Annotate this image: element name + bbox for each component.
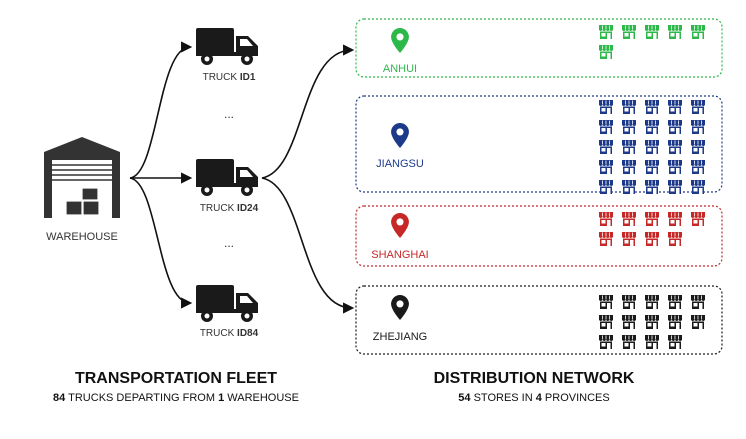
store-grid-anhui [598,24,706,60]
province-name-zhejiang: ZHEJIANG [373,331,427,343]
arrow-to-zhejiang [261,177,355,314]
store-icon [598,119,614,135]
store-icon [644,211,660,227]
store-icon [644,24,660,40]
store-icon [690,24,706,40]
arrow-to-anhui [261,44,355,179]
store-icon [644,99,660,115]
store-icon [598,179,614,195]
store-icon [667,159,683,175]
store-icon [644,334,660,350]
store-icon [667,99,683,115]
store-icon [667,294,683,310]
truck-id84-icon [196,285,258,322]
left-caption-title: TRANSPORTATION FLEET [75,370,277,387]
store-icon [621,294,637,310]
store-icon [598,294,614,310]
store-icon [598,231,614,247]
store-icon [621,24,637,40]
store-icon [667,119,683,135]
store-grid-shanghai [598,211,706,247]
store-icon [621,119,637,135]
store-icon [667,24,683,40]
anhui-pin-icon [391,28,409,53]
store-icon [621,139,637,155]
province-box-shanghai [355,205,723,267]
store-icon [598,99,614,115]
store-icon [621,159,637,175]
store-icon [690,139,706,155]
store-icon [621,99,637,115]
warehouse-label: WAREHOUSE [46,231,118,243]
right-caption-title: DISTRIBUTION NETWORK [434,370,635,387]
ellipsis-lower: ... [224,236,234,250]
province-name-shanghai: SHANGHAI [371,249,428,261]
warehouse-to-truck-arrows [129,41,193,309]
store-icon [667,314,683,330]
store-icon [621,231,637,247]
store-icon [621,334,637,350]
store-icon [690,294,706,310]
truck-id1-icon [196,28,258,65]
right-caption-subtitle: 54 STORES IN 4 PROVINCES [458,392,609,404]
store-icon [598,139,614,155]
store-icon [598,159,614,175]
province-name-jiangsu: JIANGSU [376,158,424,170]
store-icon [644,159,660,175]
store-icon [621,179,637,195]
truck-id24-icon [196,159,258,196]
truck-id84-label: TRUCK ID84 [200,328,259,339]
store-icon [644,139,660,155]
store-icon [667,139,683,155]
truck-id1-label: TRUCK ID1 [203,72,256,83]
store-icon [644,231,660,247]
jiangsu-pin-icon [391,123,409,148]
truck-to-province-arrows [261,44,355,314]
store-icon [644,179,660,195]
store-icon [690,99,706,115]
province-name-anhui: ANHUI [383,63,417,75]
store-grid-zhejiang [598,294,706,350]
store-icon [667,334,683,350]
left-caption-subtitle: 84 TRUCKS DEPARTING FROM 1 WAREHOUSE [53,392,299,404]
store-icon [644,314,660,330]
store-icon [598,24,614,40]
arrow-to-truck-id84 [129,177,193,309]
store-icon [690,211,706,227]
province-box-jiangsu [355,95,723,193]
arrow-to-truck-id1 [129,41,193,179]
province-box-zhejiang [355,285,723,355]
store-icon [598,314,614,330]
store-icon [598,334,614,350]
store-icon [690,119,706,135]
store-grid-jiangsu [598,99,706,195]
store-icon [690,314,706,330]
ellipsis-upper: ... [224,107,234,121]
store-icon [667,179,683,195]
store-icon [667,231,683,247]
store-icon [644,119,660,135]
store-icon [621,314,637,330]
truck-id24-label: TRUCK ID24 [200,203,259,214]
store-icon [690,159,706,175]
store-icon [598,211,614,227]
shanghai-pin-icon [391,213,409,238]
store-icon [667,211,683,227]
store-icon [598,44,614,60]
store-icon [644,294,660,310]
zhejiang-pin-icon [391,295,409,320]
province-box-anhui [355,18,723,78]
store-icon [621,211,637,227]
store-icon [690,179,706,195]
warehouse-icon [44,137,120,218]
